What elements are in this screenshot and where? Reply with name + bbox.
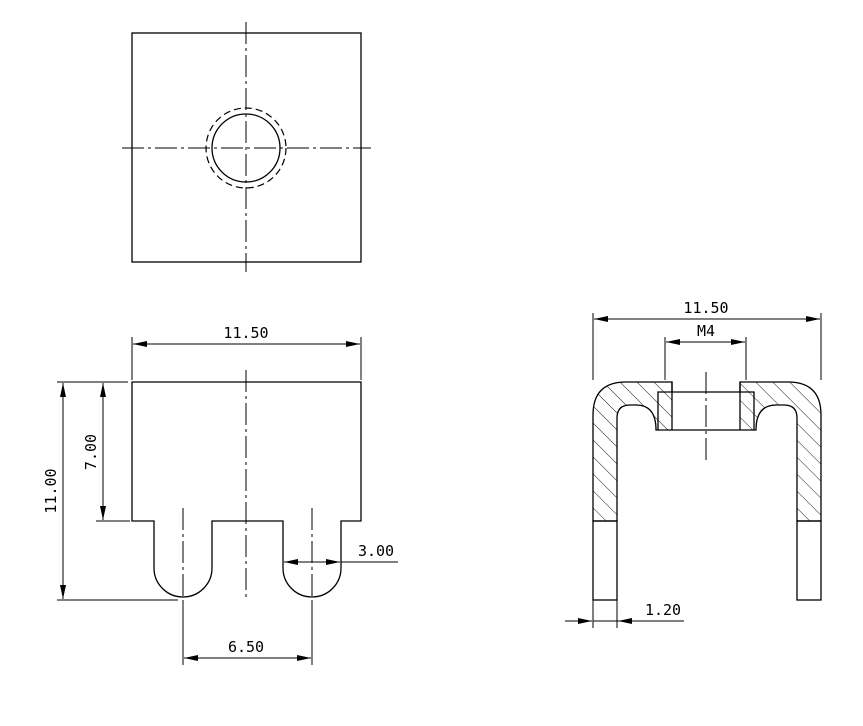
- section-right-leg: [796, 520, 822, 601]
- slot-width-label: 3.00: [358, 542, 394, 560]
- section-hatch-right: [739, 381, 822, 522]
- section-thread-region: [658, 392, 672, 430]
- front-width-label: 11.50: [223, 324, 268, 342]
- front-upper-height-label: 7.00: [82, 434, 100, 470]
- section-view: 11.50 M4 1.20: [565, 299, 822, 628]
- section-left-leg: [592, 520, 618, 601]
- front-view-outline: [131, 381, 362, 598]
- wall-thickness-label: 1.20: [645, 601, 681, 619]
- thread-label: M4: [697, 322, 715, 340]
- front-view: 11.50 11.00 7.00 3.00 6.50: [42, 324, 398, 665]
- section-width-label: 11.50: [683, 299, 728, 317]
- front-height-label: 11.00: [42, 468, 60, 513]
- section-hatch-left: [592, 381, 673, 522]
- top-view: [122, 22, 371, 272]
- slot-spacing-label: 6.50: [228, 638, 264, 656]
